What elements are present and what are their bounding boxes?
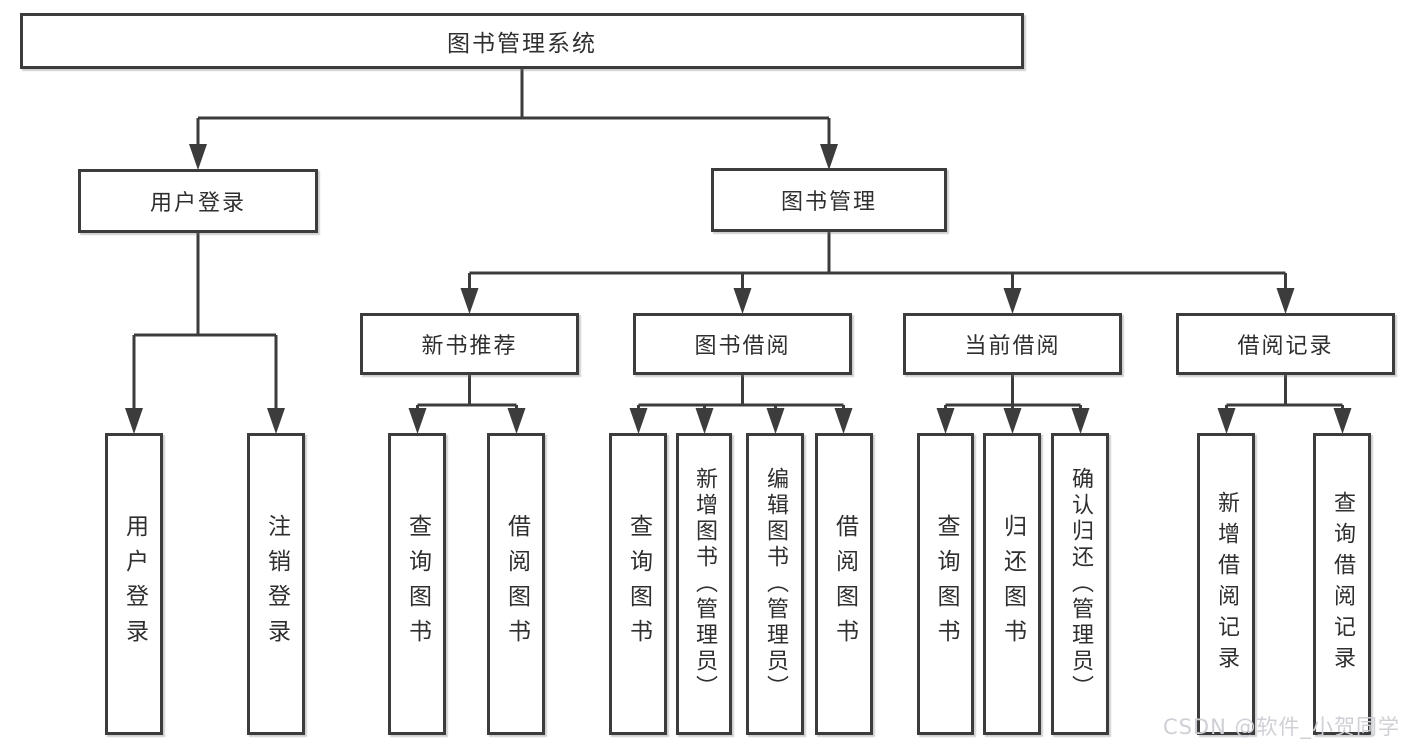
leaf-query-books-borrow: 查询图书 [609, 433, 667, 735]
leaf-query-borrow-record-label: 查询借阅记录 [1330, 491, 1355, 677]
node-current-borrow: 当前借阅 [903, 313, 1122, 375]
node-root-title: 图书管理系统 [20, 13, 1024, 69]
leaf-borrow-books-recommend-label: 借阅图书 [503, 514, 530, 654]
leaf-user-login-label: 用户登录 [121, 514, 148, 654]
leaf-confirm-return-admin: 确认归还（管理员） [1051, 433, 1109, 735]
leaf-borrow-books-label: 借阅图书 [831, 514, 858, 654]
leaf-edit-book-admin-label: 编辑图书（管理员） [763, 467, 788, 701]
node-book-borrow: 图书借阅 [633, 313, 852, 375]
node-new-book-recommend: 新书推荐 [360, 313, 579, 375]
leaf-query-books-recommend: 查询图书 [388, 433, 446, 735]
leaf-borrow-books: 借阅图书 [815, 433, 873, 735]
leaf-add-book-admin-label: 新增图书（管理员） [692, 467, 717, 701]
leaf-logout: 注销登录 [247, 433, 305, 735]
leaf-add-borrow-record-label: 新增借阅记录 [1214, 491, 1239, 677]
arrowheads [125, 144, 1352, 434]
leaf-edit-book-admin: 编辑图书（管理员） [746, 433, 804, 735]
node-borrow-records: 借阅记录 [1176, 313, 1395, 375]
leaf-confirm-return-admin-label: 确认归还（管理员） [1068, 467, 1093, 701]
leaf-query-books-current: 查询图书 [917, 433, 974, 735]
csdn-watermark: CSDN @软件_小贺同学 [1162, 715, 1400, 739]
node-book-management: 图书管理 [711, 168, 947, 232]
leaf-query-borrow-record: 查询借阅记录 [1313, 433, 1371, 735]
node-user-login: 用户登录 [78, 169, 318, 233]
leaf-query-books-recommend-label: 查询图书 [404, 514, 431, 654]
leaf-query-books-current-label: 查询图书 [933, 514, 959, 654]
leaf-borrow-books-recommend: 借阅图书 [487, 433, 545, 735]
leaf-query-books-borrow-label: 查询图书 [625, 514, 652, 654]
leaf-return-book-label: 归还图书 [999, 514, 1026, 654]
leaf-add-borrow-record: 新增借阅记录 [1197, 433, 1255, 735]
leaf-return-book: 归还图书 [983, 433, 1041, 735]
leaf-user-login: 用户登录 [105, 433, 163, 735]
leaf-logout-label: 注销登录 [263, 514, 290, 654]
leaf-add-book-admin: 新增图书（管理员） [676, 433, 732, 735]
